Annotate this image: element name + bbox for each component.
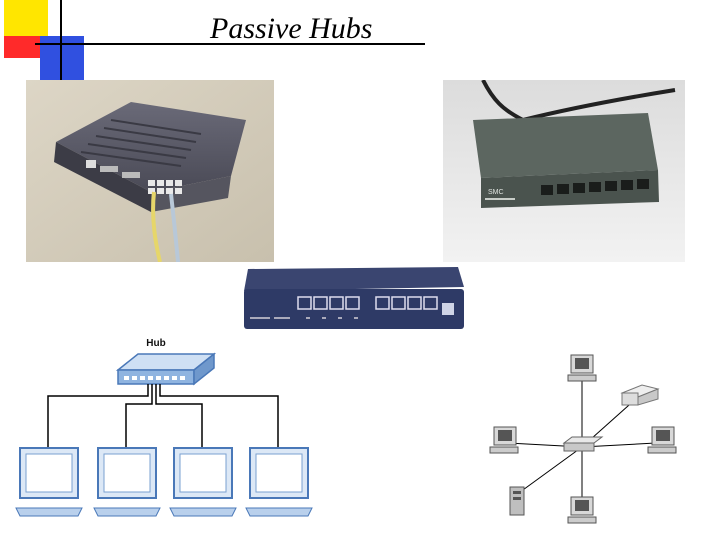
hub-label: Hub xyxy=(146,338,165,349)
star-center-hub xyxy=(562,436,604,452)
bus-computer-4 xyxy=(245,447,313,517)
switch-brand-label: SMC xyxy=(488,189,504,196)
star-computer-top xyxy=(567,354,597,382)
switch-photo-top-right: SMC xyxy=(443,80,685,262)
star-server xyxy=(509,486,525,516)
switch-photo-graphic: SMC xyxy=(443,80,685,262)
star-computer-left xyxy=(489,426,519,454)
star-computer-right xyxy=(647,426,677,454)
bus-computer-3 xyxy=(169,447,237,517)
blue-hub-graphic xyxy=(236,265,466,337)
bus-computer-2 xyxy=(93,447,161,517)
bus-computer-1 xyxy=(15,447,83,517)
hub-photo-top-left xyxy=(26,80,274,262)
title-decoration-red xyxy=(4,36,48,58)
slide-title: Passive Hubs xyxy=(210,12,373,45)
title-decoration-vertical-line xyxy=(60,0,62,80)
hub-bus-diagram: Hub xyxy=(14,330,334,530)
hub-photo-middle xyxy=(236,265,466,337)
hub-star-diagram-graphic xyxy=(489,354,677,524)
hub-star-diagram xyxy=(480,345,690,535)
star-printer xyxy=(620,384,660,406)
title-underline xyxy=(35,43,425,45)
hub-photo-graphic xyxy=(26,80,274,262)
hub-bus-diagram-graphic: Hub xyxy=(15,338,313,517)
star-computer-bottom xyxy=(567,496,597,524)
